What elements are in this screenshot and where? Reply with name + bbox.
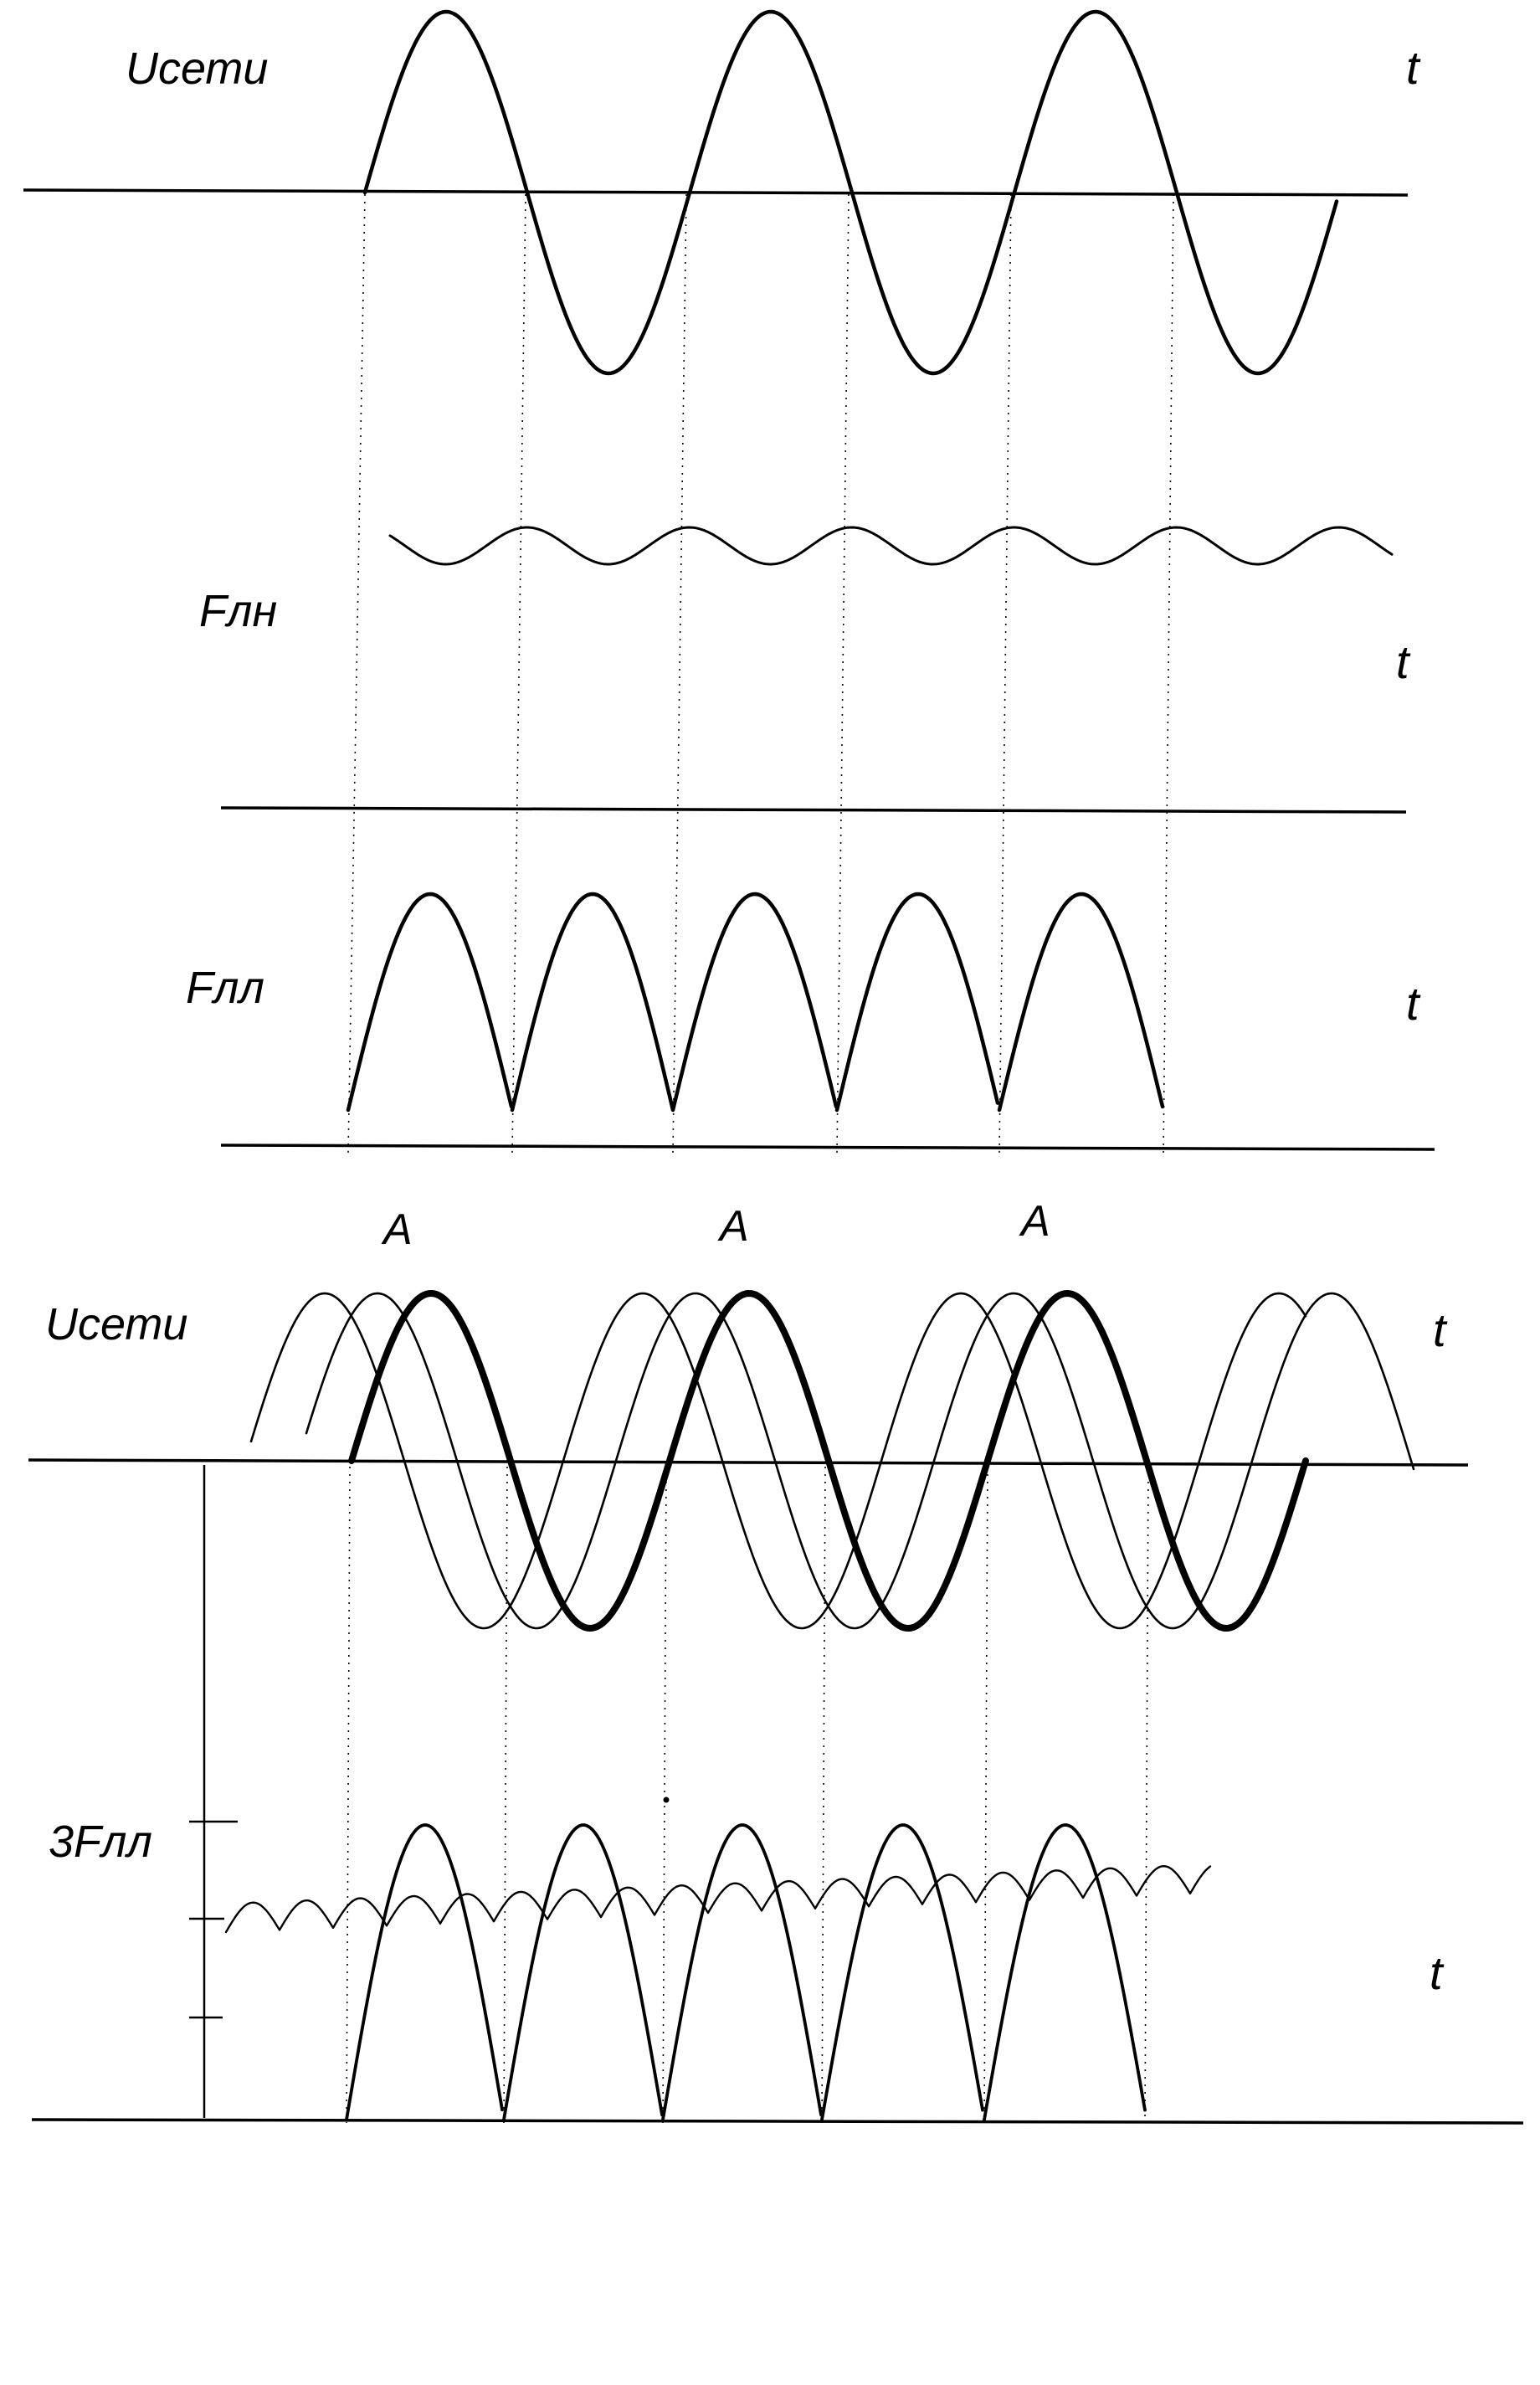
marker-dot (663, 1796, 670, 1803)
guide-lines-upper (347, 193, 1174, 1154)
f-ln-label: Fлн (199, 586, 277, 636)
time-axis-label: t (1406, 977, 1421, 1030)
guide-line (836, 193, 850, 1154)
time-axis-u-3phase (28, 1458, 1469, 1467)
guide-lines-lower (346, 1466, 1149, 2124)
waveforms (224, 9, 1415, 2121)
time-axis-f-ln (220, 806, 1407, 814)
phase-c-voltage-wave (305, 1292, 1415, 1630)
guide-line (662, 1466, 667, 2124)
incandescent-flux-wave (388, 526, 1394, 566)
phase-a-voltage-wave (348, 1290, 1309, 1632)
f-3ll-label: 3Fлл (49, 1817, 152, 1867)
phase-a-marker: A (717, 1202, 749, 1251)
axes (23, 188, 1524, 2125)
u-grid-label: Uсети (45, 1299, 187, 1349)
guide-line (672, 193, 687, 1154)
time-axis-u-top (23, 188, 1409, 197)
phase-a-marker: A (1019, 1197, 1050, 1246)
guide-line (511, 193, 526, 1154)
guide-line (346, 1466, 351, 2124)
guide-line (503, 1466, 508, 2124)
f-ll-label: Fлл (186, 963, 264, 1013)
grid-voltage-wave (362, 9, 1339, 376)
guide-line (998, 193, 1012, 1154)
phase-b-voltage-wave (249, 1292, 1307, 1630)
time-axis-f-3ll (31, 2118, 1524, 2125)
labels: Uсети t Fлн t Fлл t A A A Uсети t 3Fлл t (45, 41, 1448, 1999)
three-phase-fluorescent-flux-wave (345, 1823, 1147, 2121)
time-axis-label: t (1406, 41, 1421, 94)
u-grid-label: Uсети (126, 44, 268, 94)
scale-bar (189, 1465, 238, 2118)
phase-a-marker: A (381, 1205, 413, 1254)
fluorescent-flux-wave (346, 892, 1165, 1113)
guide-line (1144, 1466, 1149, 2124)
guide-line (347, 193, 366, 1154)
time-axis-f-ll (220, 1144, 1435, 1151)
time-axis-label: t (1433, 1303, 1448, 1356)
time-axis-label: t (1396, 635, 1411, 688)
time-axis-label: t (1430, 1946, 1445, 1999)
guide-line (983, 1466, 988, 2124)
guide-line (1163, 193, 1174, 1154)
guide-line (821, 1466, 826, 2124)
summed-flux-ripple-wave (224, 1865, 1212, 1934)
